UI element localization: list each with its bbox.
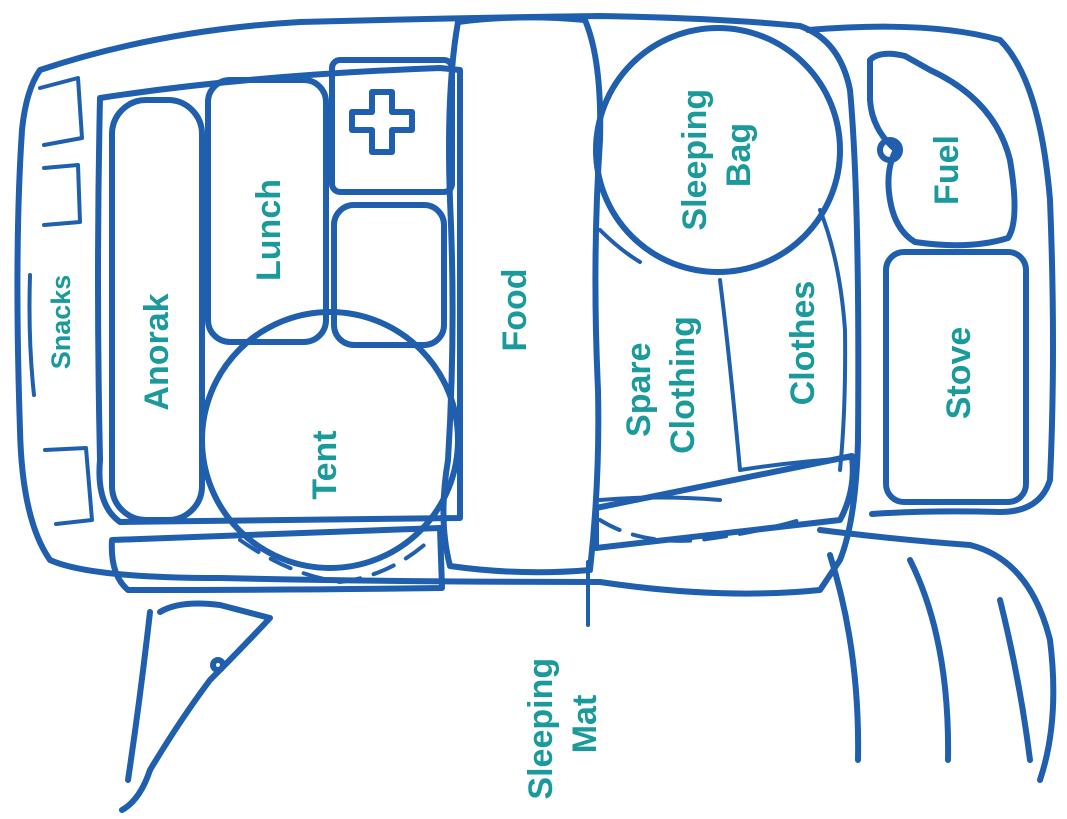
right-shoulder-strap	[820, 530, 1053, 780]
label-lunch: Lunch	[250, 179, 288, 281]
label-sleeping-mat: Sleeping Mat	[522, 648, 604, 799]
strap-buckle	[213, 660, 223, 670]
snack-pocket-2	[44, 165, 80, 225]
label-stove: Stove	[940, 327, 978, 420]
sleeping-bag-circle	[596, 28, 840, 272]
label-clothes: Clothes	[784, 281, 822, 406]
label-fuel: Fuel	[928, 135, 966, 205]
first-aid-cross-icon	[352, 92, 412, 152]
label-sleeping-bag: Sleeping Bag	[676, 79, 758, 230]
side-pocket-outline	[808, 27, 1053, 514]
label-snacks: Snacks	[46, 275, 76, 370]
fuel-bottle-cap	[880, 140, 900, 160]
snack-pocket-1	[40, 78, 82, 145]
left-shoulder-strap	[122, 604, 270, 810]
label-spare-clothing: Spare Clothing	[620, 316, 702, 454]
label-tent: Tent	[306, 430, 344, 499]
label-anorak: Anorak	[138, 293, 176, 410]
snack-pocket-4	[45, 448, 92, 524]
label-food: Food	[496, 268, 534, 351]
snack-pocket-3	[30, 275, 35, 395]
